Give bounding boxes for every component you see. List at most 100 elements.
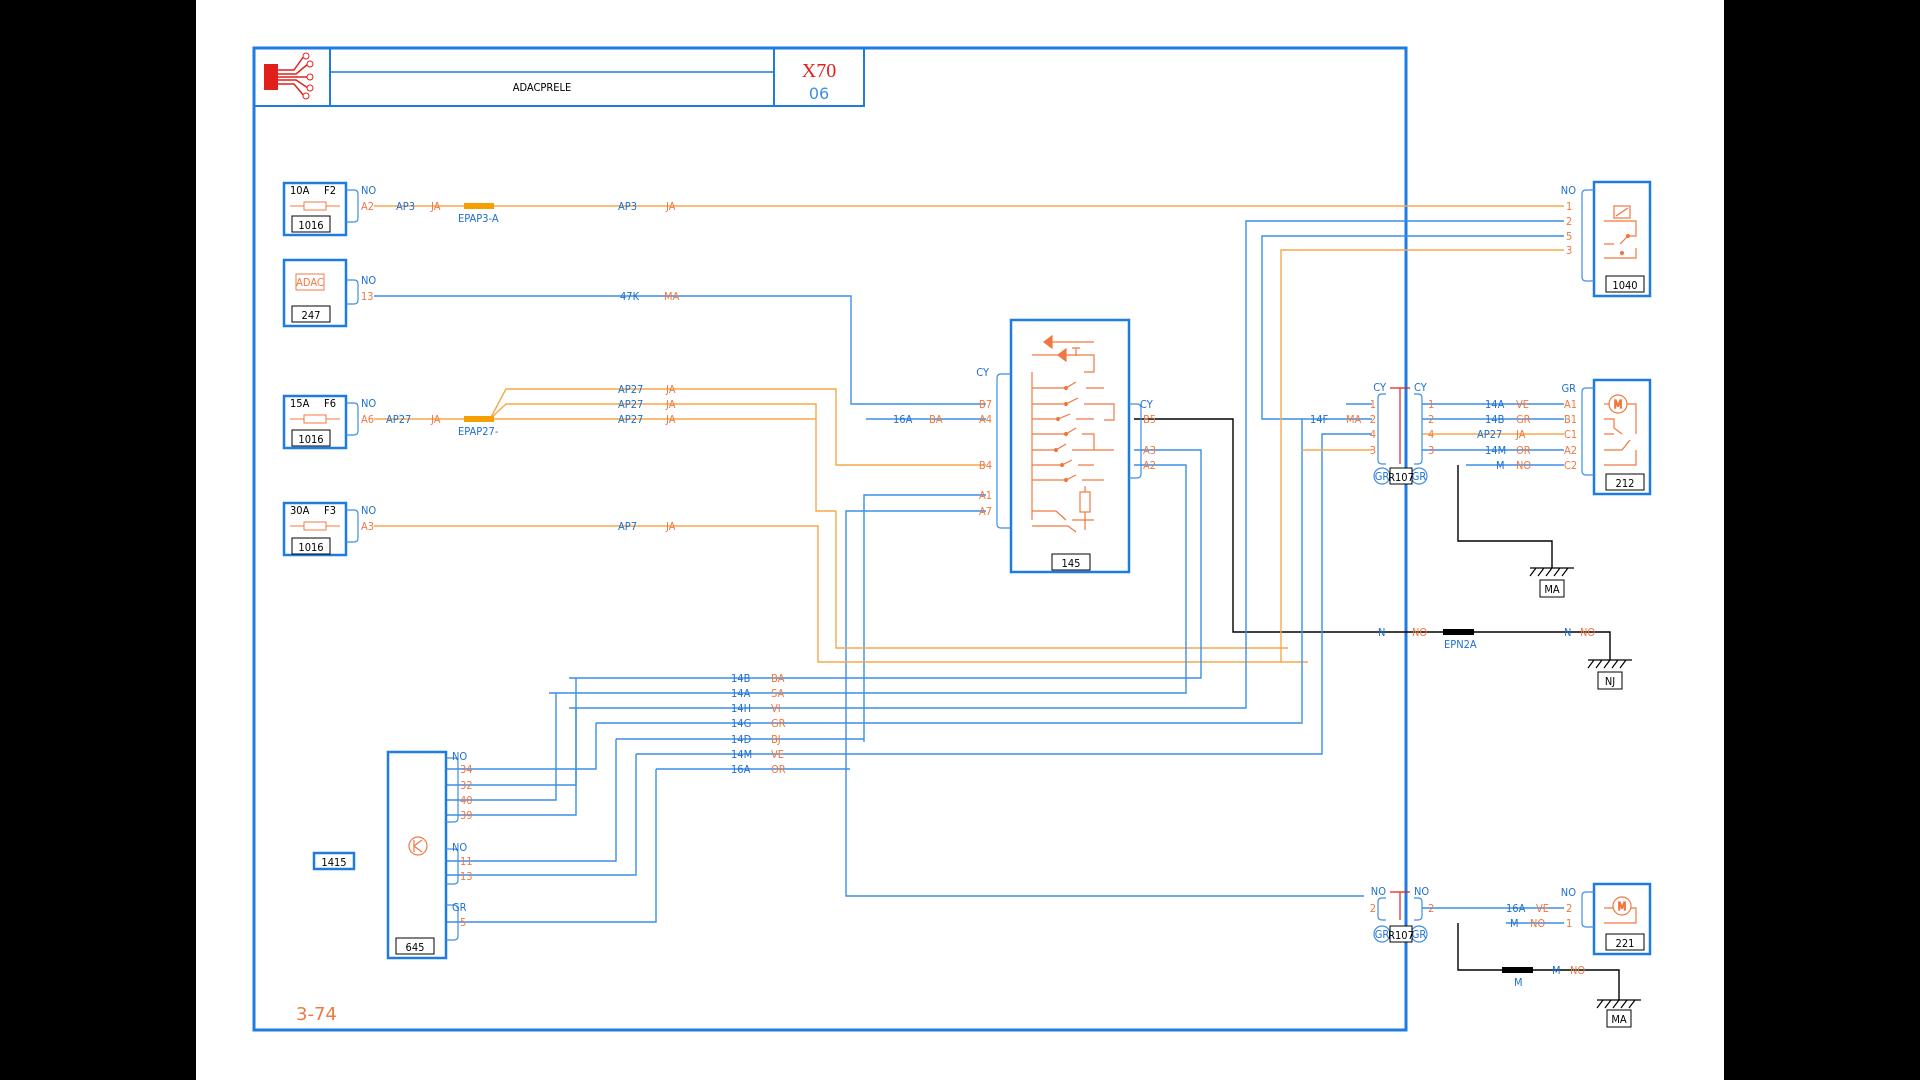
- ground-nj: NJ: [1587, 659, 1632, 690]
- ground-icon: [1596, 999, 1641, 1009]
- svg-text:13: 13: [460, 870, 473, 883]
- svg-text:VI: VI: [771, 702, 781, 715]
- svg-text:NO: NO: [452, 841, 467, 854]
- fuse-icon: [303, 201, 327, 211]
- svg-text:1016: 1016: [298, 433, 323, 446]
- svg-text:B5: B5: [1143, 413, 1156, 426]
- svg-text:CY: CY: [976, 366, 990, 379]
- svg-text:14A: 14A: [731, 687, 751, 700]
- svg-text:34: 34: [460, 763, 473, 776]
- svg-text:BJ: BJ: [771, 733, 781, 746]
- svg-text:AP27: AP27: [1477, 428, 1502, 441]
- svg-text:JA: JA: [665, 520, 676, 533]
- svg-text:A1: A1: [979, 489, 992, 502]
- svg-text:2: 2: [1566, 902, 1572, 915]
- svg-text:4: 4: [1370, 428, 1376, 441]
- fuse-f3: 30A F3 1016 NO A3: [282, 501, 376, 557]
- fuse-f6: 15A F6 1016 NO A6: [282, 394, 376, 450]
- svg-text:2: 2: [1566, 215, 1572, 228]
- svg-text:11: 11: [460, 855, 473, 868]
- svg-text:16A: 16A: [1506, 902, 1526, 915]
- svg-text:40: 40: [460, 794, 473, 807]
- svg-text:NO: NO: [1371, 885, 1386, 898]
- svg-text:JA: JA: [665, 413, 676, 426]
- component-212: M 212 GR A1 B1 C1 A2 C2: [1561, 378, 1652, 496]
- svg-text:1016: 1016: [298, 219, 323, 232]
- svg-text:2: 2: [1428, 413, 1434, 426]
- svg-text:NO: NO: [361, 504, 376, 517]
- svg-text:F3: F3: [324, 504, 336, 517]
- svg-text:13: 13: [361, 290, 374, 303]
- svg-text:B1: B1: [1564, 413, 1577, 426]
- svg-text:2: 2: [1370, 413, 1376, 426]
- svg-text:AP27: AP27: [386, 413, 411, 426]
- svg-text:14H: 14H: [731, 702, 751, 715]
- svg-text:39: 39: [460, 809, 473, 822]
- svg-text:3: 3: [1428, 444, 1434, 457]
- svg-text:BA: BA: [929, 413, 943, 426]
- svg-text:A3: A3: [361, 520, 374, 533]
- component-1040: 1040 NO 1 2 5 3: [1561, 180, 1652, 298]
- svg-text:GR: GR: [1561, 382, 1576, 395]
- svg-text:VE: VE: [1516, 398, 1529, 411]
- svg-text:GR: GR: [1412, 470, 1427, 483]
- transistor-icon: [408, 836, 428, 856]
- svg-text:14F: 14F: [1310, 413, 1329, 426]
- svg-text:M: M: [1552, 964, 1561, 977]
- svg-text:14B: 14B: [1485, 413, 1505, 426]
- wires: [374, 205, 1620, 1000]
- svg-text:AP27: AP27: [618, 383, 643, 396]
- svg-text:1: 1: [1428, 398, 1434, 411]
- svg-text:CY: CY: [1414, 381, 1428, 394]
- svg-text:NO: NO: [1516, 459, 1531, 472]
- svg-text:15A: 15A: [290, 397, 310, 410]
- svg-text:1040: 1040: [1612, 279, 1637, 292]
- svg-text:CY: CY: [1140, 398, 1154, 411]
- svg-text:145: 145: [1062, 557, 1081, 570]
- svg-text:1415: 1415: [321, 856, 346, 869]
- svg-text:AP3: AP3: [396, 200, 415, 213]
- relay-switches-icon: [1031, 334, 1115, 533]
- page-reference: 3-74: [296, 1004, 337, 1025]
- svg-text:EPAP27-: EPAP27-: [458, 425, 499, 438]
- connector-r107-top: CY CY 1 2 4 3 1 2 4 3 GR GR R107: [1370, 381, 1434, 485]
- svg-text:A2: A2: [1143, 459, 1156, 472]
- svg-text:F2: F2: [324, 184, 336, 197]
- svg-text:NO: NO: [361, 184, 376, 197]
- svg-text:R107: R107: [1388, 471, 1414, 484]
- svg-text:MA: MA: [1544, 583, 1560, 596]
- svg-text:SA: SA: [771, 687, 784, 700]
- svg-text:OR: OR: [1516, 444, 1531, 457]
- svg-text:221: 221: [1616, 937, 1635, 950]
- svg-text:MA: MA: [1611, 1013, 1627, 1026]
- svg-text:645: 645: [406, 941, 425, 954]
- svg-text:A4: A4: [979, 413, 992, 426]
- relay-icon: [1604, 205, 1637, 259]
- svg-text:MA: MA: [664, 290, 680, 303]
- svg-text:N: N: [1564, 626, 1571, 639]
- svg-text:14M: 14M: [731, 748, 752, 761]
- ground-icon: [1529, 567, 1574, 577]
- svg-text:NO: NO: [1580, 626, 1595, 639]
- svg-text:1: 1: [1370, 398, 1376, 411]
- svg-text:A7: A7: [979, 505, 992, 518]
- connector-r107-bottom: NO NO 2 2 GR GR R107: [1370, 885, 1434, 943]
- svg-text:14A: 14A: [1485, 398, 1505, 411]
- svg-text:VE: VE: [1536, 902, 1549, 915]
- svg-text:A1: A1: [1564, 398, 1577, 411]
- svg-text:NO: NO: [1414, 885, 1429, 898]
- svg-text:GR: GR: [771, 717, 786, 730]
- svg-text:JA: JA: [665, 200, 676, 213]
- svg-text:M: M: [1514, 976, 1523, 989]
- svg-text:NO: NO: [361, 397, 376, 410]
- diagram-code: X70: [802, 60, 836, 82]
- svg-text:14D: 14D: [731, 733, 752, 746]
- svg-text:5: 5: [460, 916, 466, 929]
- motor-icon: M: [1604, 896, 1637, 924]
- svg-text:EPAP3-A: EPAP3-A: [458, 212, 499, 225]
- fuse-icon: [303, 521, 327, 531]
- svg-text:NO: NO: [1570, 964, 1585, 977]
- title-block: ADACPRELE X70 06: [253, 47, 865, 107]
- svg-text:ADAC: ADAC: [296, 276, 324, 289]
- svg-text:JA: JA: [430, 413, 441, 426]
